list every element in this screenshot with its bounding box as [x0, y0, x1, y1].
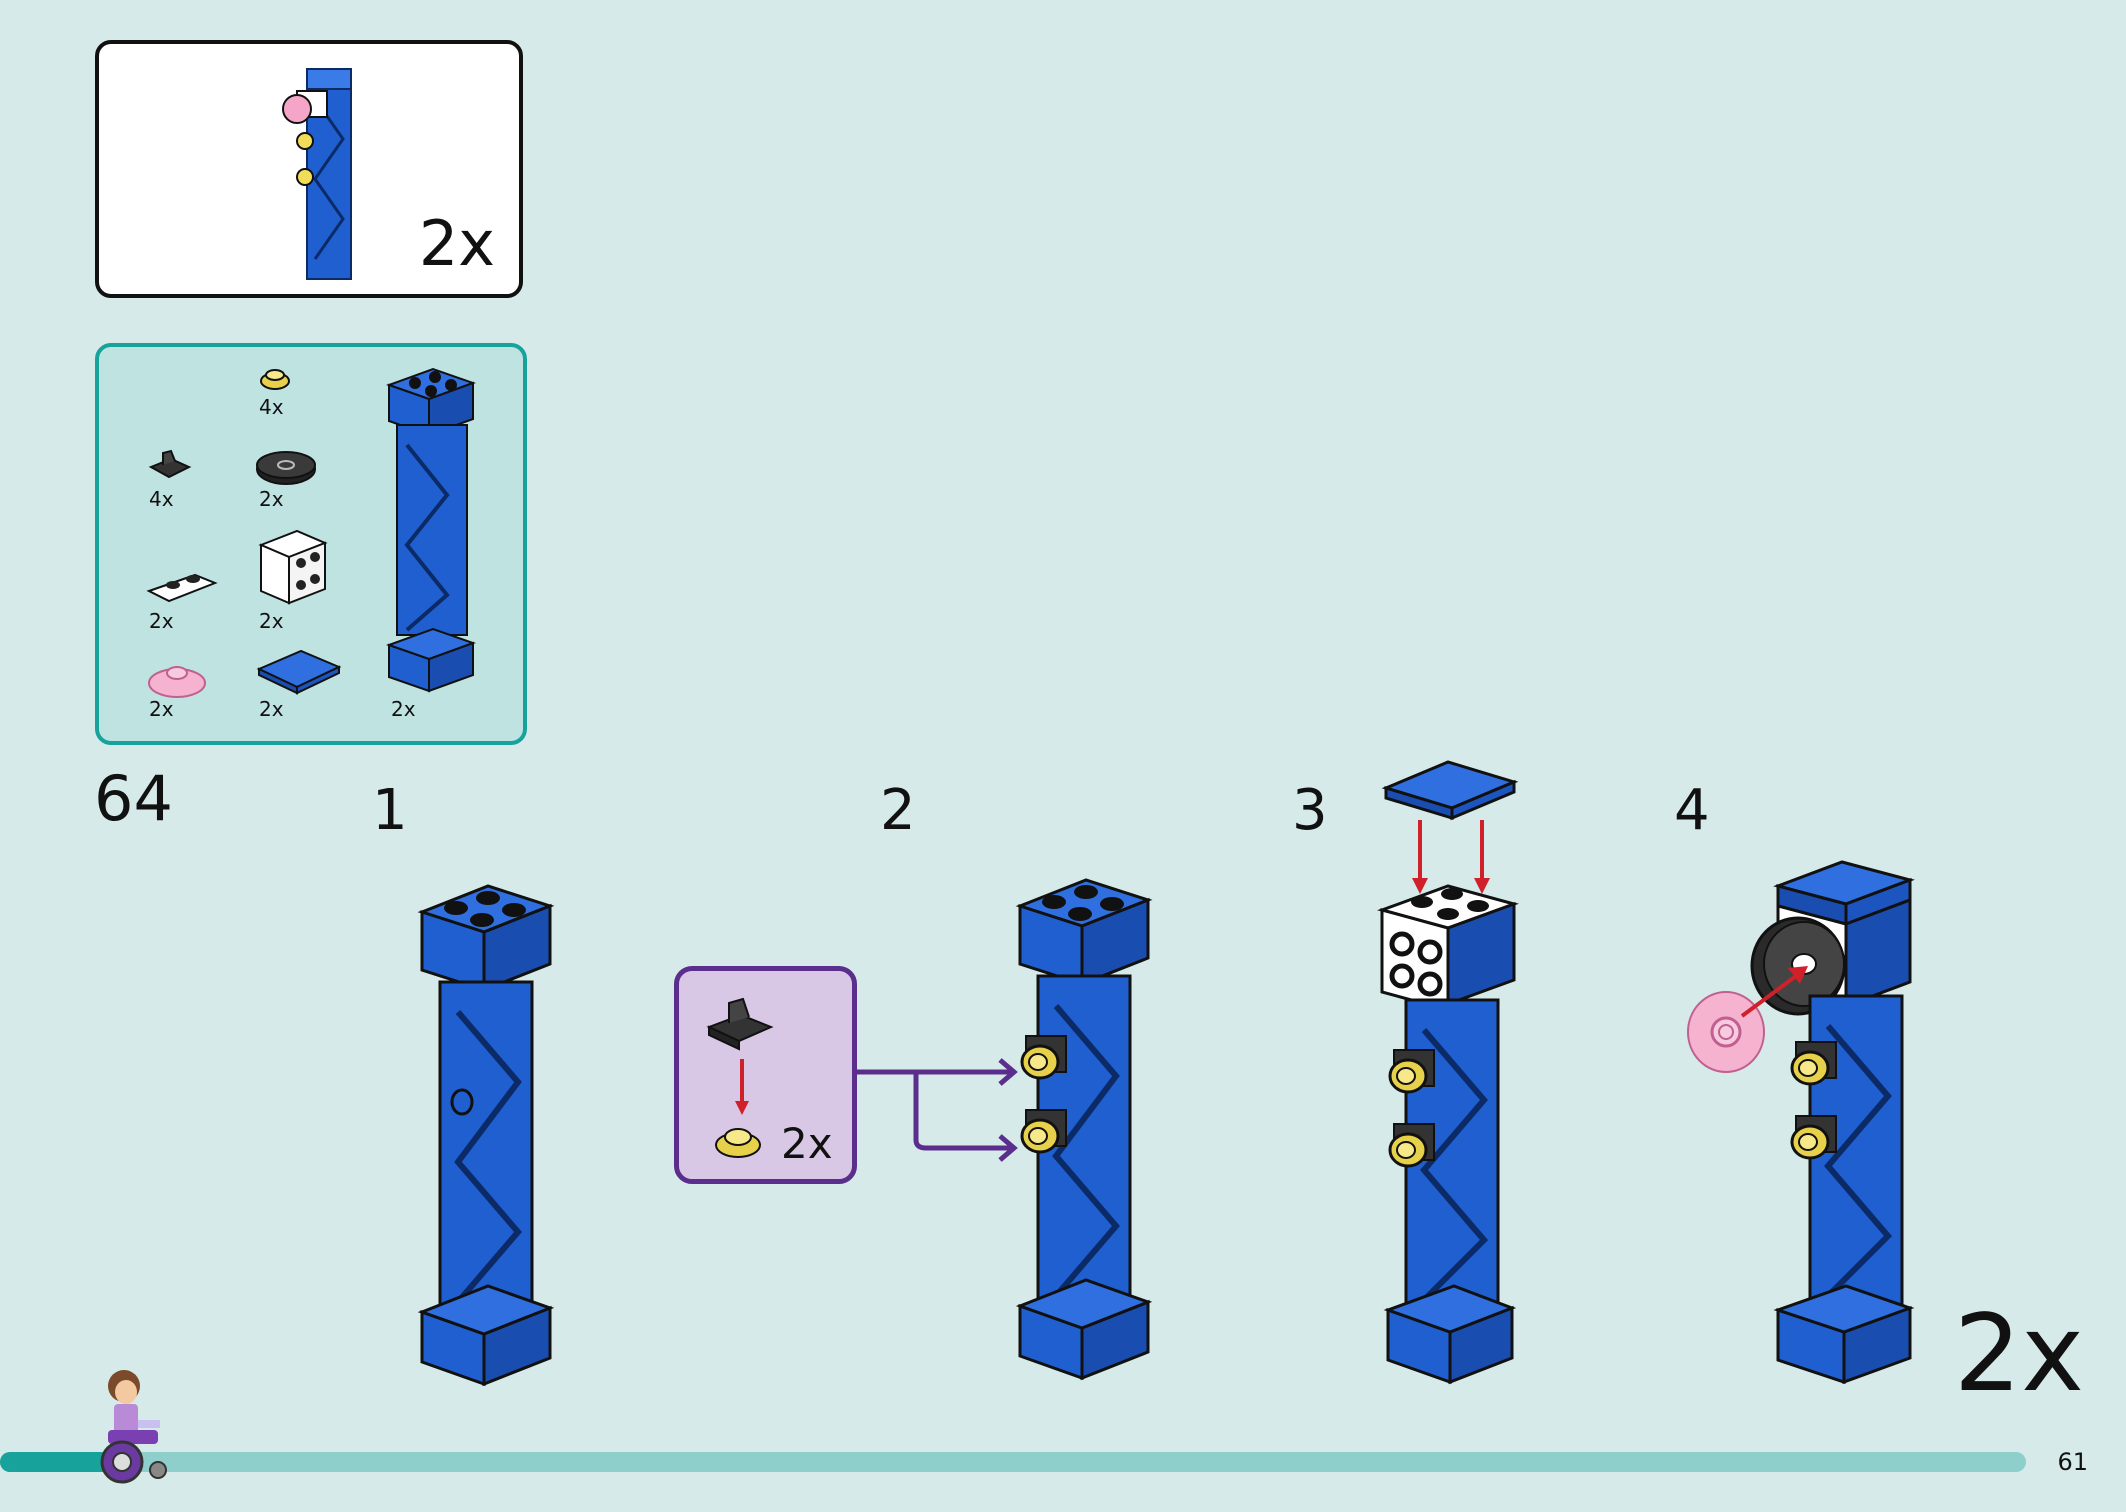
- step-number-2: 2: [880, 778, 916, 843]
- callout-box: 2x: [674, 966, 857, 1184]
- step3-column-icon: [1377, 884, 1519, 1385]
- white-bracket-icon: [258, 529, 328, 605]
- red-arrow-icon: [735, 1059, 749, 1115]
- step4-column-icon: [1750, 860, 1915, 1385]
- step-number-4: 4: [1674, 778, 1710, 843]
- purple-arrow-icon: [854, 1058, 1018, 1162]
- step-number-1: 1: [372, 778, 408, 843]
- pink-dish-icon: [148, 666, 206, 698]
- yellow-round-plate-icon: [260, 369, 290, 390]
- red-arrow-icon: [1412, 820, 1490, 894]
- blue-tile-2x2-icon: [256, 649, 342, 695]
- part-qty: 2x: [259, 697, 284, 721]
- yellow-round-plate-icon: [715, 1128, 761, 1158]
- parts-list: 4x 4x 2x 2x 2x 2x 2x: [95, 343, 527, 745]
- page-multiplier: 2x: [1953, 1292, 2084, 1415]
- step-number-3: 3: [1292, 778, 1328, 843]
- submodel-box: 2x: [95, 40, 523, 298]
- black-clip-plate-icon: [706, 997, 774, 1051]
- red-arrow-icon: [1740, 966, 1808, 1018]
- black-clip-plate-icon: [148, 449, 192, 479]
- progress-bar: [0, 1452, 2026, 1472]
- page-number: 61: [2057, 1448, 2088, 1476]
- part-qty: 2x: [259, 609, 284, 633]
- black-round-tile-icon: [256, 451, 316, 485]
- part-qty: 4x: [149, 487, 174, 511]
- part-qty: 2x: [149, 697, 174, 721]
- big-step-number: 64: [94, 762, 173, 835]
- step3-blue-tile-icon: [1381, 760, 1519, 821]
- step2-column-icon: [1015, 878, 1153, 1381]
- part-qty: 2x: [391, 697, 416, 721]
- submodel-multiplier: 2x: [418, 207, 495, 280]
- progress-fill: [0, 1452, 112, 1472]
- minifigure-wheelchair-icon: [100, 1370, 167, 1484]
- part-qty: 2x: [149, 609, 174, 633]
- step1-column-icon: [417, 884, 555, 1387]
- callout-multiplier: 2x: [781, 1119, 833, 1168]
- blue-lattice-column-icon: [386, 367, 476, 693]
- part-qty: 4x: [259, 395, 284, 419]
- white-plate-1x2-icon: [146, 573, 218, 603]
- submodel-column-icon: [282, 68, 352, 280]
- part-qty: 2x: [259, 487, 284, 511]
